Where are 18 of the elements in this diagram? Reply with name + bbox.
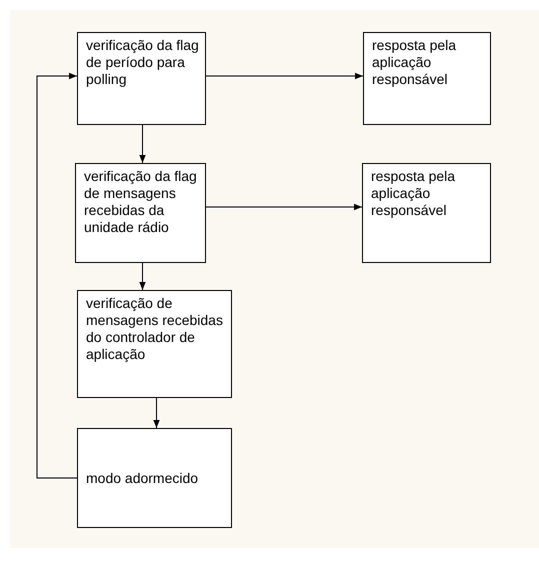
arrow: [206, 204, 362, 210]
process-box: [77, 290, 232, 398]
box-text: modo adormecido: [86, 470, 198, 486]
process-box: [362, 163, 491, 263]
process-box: [75, 163, 206, 263]
process-box: [363, 32, 491, 125]
arrow: [139, 124, 146, 164]
box-text: verificação da flag de período para polling: [86, 37, 199, 87]
box-text: resposta pela aplicação responsável: [372, 37, 456, 87]
arrow: [153, 398, 160, 428]
process-box: [77, 428, 232, 528]
box-text: verificação de mensagens recebidas do controlador de aplicação: [86, 295, 223, 362]
process-box: [77, 32, 206, 125]
arrow: [36, 72, 78, 478]
arrow: [139, 262, 146, 290]
box-text: verificação da flag de mensagens recebidas da unidade rádio: [84, 168, 197, 235]
arrow: [206, 72, 364, 80]
box-text: resposta pela aplicação responsável: [371, 168, 456, 218]
